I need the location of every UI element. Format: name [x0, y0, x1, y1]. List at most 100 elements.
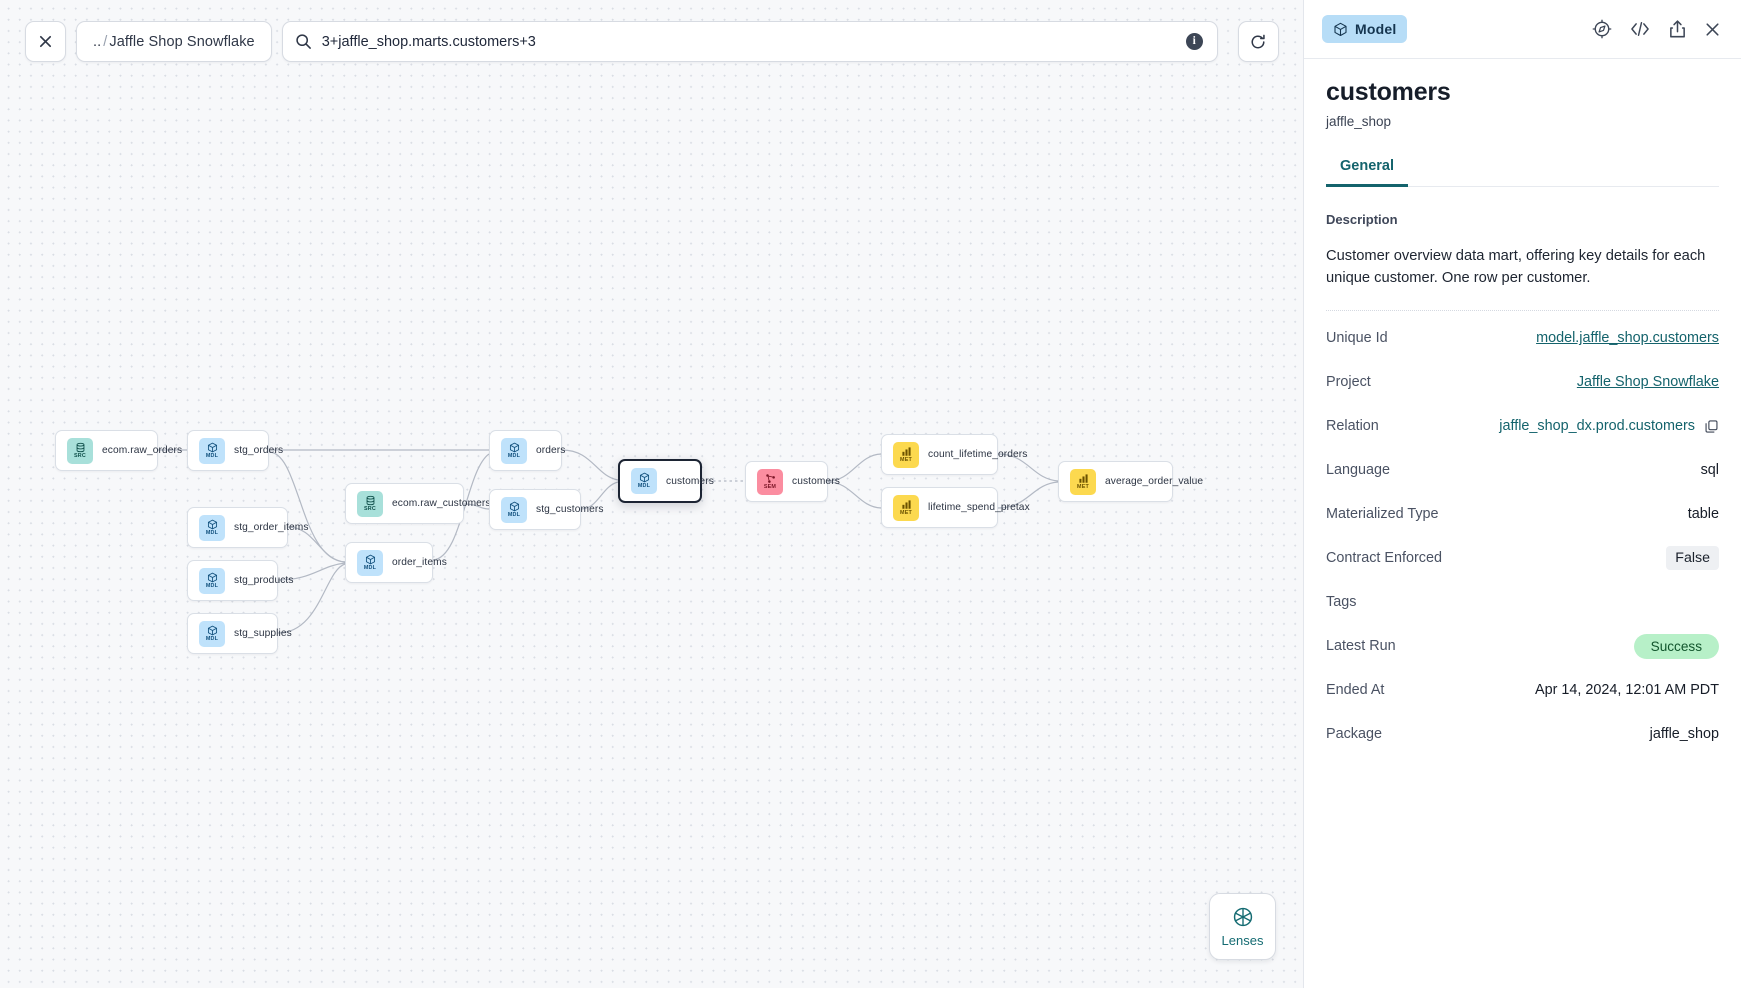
- mdl-type-icon: MDL: [357, 549, 383, 576]
- search-input[interactable]: [321, 33, 1176, 50]
- mdl-type-icon: MDL: [199, 620, 225, 647]
- detail-field-key: Relation: [1326, 418, 1379, 435]
- detail-field: Language sql: [1326, 454, 1719, 487]
- breadcrumb-project: Jaffle Shop Snowflake: [109, 33, 255, 50]
- detail-field-value[interactable]: model.jaffle_shop.customers: [1536, 330, 1719, 347]
- detail-field-key: Latest Run: [1326, 638, 1396, 655]
- lineage-node-stg_products[interactable]: MDL stg_products: [187, 560, 293, 601]
- aperture-icon: [1233, 907, 1252, 926]
- lineage-node-label: customers: [666, 475, 714, 487]
- info-icon[interactable]: i: [1185, 33, 1203, 50]
- lineage-node-label: stg_orders: [234, 445, 284, 456]
- detail-field-key: Project: [1326, 374, 1371, 391]
- detail-field-key: Unique Id: [1326, 330, 1388, 347]
- mdl-type-icon: MDL: [631, 468, 657, 494]
- detail-field: Materialized Type table: [1326, 498, 1719, 531]
- lineage-node-customers_mdl[interactable]: MDL customers: [618, 459, 714, 503]
- lineage-node-ecom_raw_orders[interactable]: SRC ecom.raw_orders: [55, 430, 182, 471]
- met-type-icon: MET: [893, 494, 919, 521]
- detail-field-value-wrap: table: [1688, 506, 1719, 522]
- mdl-type-icon: MDL: [199, 567, 225, 594]
- close-icon[interactable]: [1704, 21, 1721, 38]
- copy-icon: [1705, 420, 1718, 433]
- explore-icon[interactable]: [1592, 19, 1612, 39]
- lineage-node-label: stg_customers: [536, 504, 604, 515]
- refresh-icon: [1251, 34, 1265, 48]
- detail-field-value: jaffle_shop: [1649, 726, 1719, 743]
- detail-field: Ended At Apr 14, 2024, 12:01 AM PDT: [1326, 674, 1719, 707]
- copy-relation-button[interactable]: [1704, 419, 1719, 434]
- detail-field-key: Tags: [1326, 594, 1357, 611]
- detail-field-value-wrap: sql: [1701, 462, 1719, 478]
- met-type-icon: MET: [893, 441, 919, 468]
- mdl-type-icon: MDL: [199, 514, 225, 541]
- node-type-badge: Model: [1322, 15, 1408, 43]
- code-icon[interactable]: [1629, 19, 1651, 39]
- status-badge: Success: [1633, 633, 1719, 659]
- lineage-node-lifetime_spend_pretax[interactable]: MET lifetime_spend_pretax: [881, 487, 1030, 528]
- section-divider: [1326, 309, 1719, 311]
- detail-field-key: Ended At: [1326, 682, 1385, 699]
- detail-field: Relation jaffle_shop_dx.prod.customers: [1326, 410, 1719, 443]
- breadcrumb[interactable]: .. / Jaffle Shop Snowflake: [76, 21, 272, 62]
- lineage-node-label: lifetime_spend_pretax: [928, 502, 1030, 513]
- detail-field-value-wrap: jaffle_shop: [1650, 726, 1719, 742]
- src-type-icon: SRC: [67, 437, 93, 464]
- lineage-node-label: ecom.raw_orders: [102, 445, 183, 456]
- share-icon[interactable]: [1668, 19, 1687, 39]
- lineage-node-customers_sem[interactable]: SEM customers: [745, 461, 840, 502]
- refresh-button[interactable]: [1237, 21, 1279, 62]
- lineage-node-count_lifetime_orders[interactable]: MET count_lifetime_orders: [881, 434, 1027, 475]
- breadcrumb-prefix: ..: [93, 33, 102, 50]
- lineage-node-label: count_lifetime_orders: [928, 449, 1028, 460]
- lineage-node-stg_orders[interactable]: MDL stg_orders: [187, 430, 283, 471]
- mdl-type-icon: MDL: [501, 437, 527, 464]
- description-label: Description: [1326, 212, 1398, 227]
- lineage-node-label: customers: [792, 476, 840, 487]
- search-bar[interactable]: i: [281, 21, 1218, 62]
- lenses-label: Lenses: [1221, 932, 1264, 948]
- detail-field-value: table: [1687, 506, 1719, 523]
- panel-tabs: General: [1326, 158, 1719, 187]
- close-icon: [39, 35, 52, 48]
- lineage-node-label: stg_products: [234, 575, 294, 586]
- lineage-node-label: stg_order_items: [234, 522, 309, 533]
- close-lineage-button[interactable]: [25, 21, 66, 62]
- cube-icon: [1334, 22, 1347, 36]
- mdl-type-icon: MDL: [501, 496, 527, 523]
- detail-field-key: Contract Enforced: [1326, 550, 1442, 567]
- detail-field-value-wrap: model.jaffle_shop.customers: [1536, 330, 1719, 346]
- detail-field: Latest Run Success: [1326, 630, 1719, 663]
- detail-field-value[interactable]: Jaffle Shop Snowflake: [1576, 374, 1719, 391]
- canvas-toolbar: .. / Jaffle Shop Snowflake i: [25, 21, 1279, 62]
- lineage-node-label: order_items: [392, 557, 447, 568]
- panel-header: Model: [1304, 0, 1741, 59]
- detail-field-value[interactable]: jaffle_shop_dx.prod.customers: [1499, 418, 1695, 435]
- panel-body: customers jaffle_shop General Descriptio…: [1304, 59, 1741, 988]
- lenses-button[interactable]: Lenses: [1209, 893, 1276, 960]
- mdl-type-icon: MDL: [199, 437, 225, 464]
- lineage-node-stg_order_items[interactable]: MDL stg_order_items: [187, 507, 308, 548]
- detail-field-key: Language: [1326, 462, 1391, 479]
- detail-field-key: Materialized Type: [1326, 506, 1439, 523]
- detail-field: Project Jaffle Shop Snowflake: [1326, 366, 1719, 399]
- detail-field-value-wrap: Apr 14, 2024, 12:01 AM PDT: [1535, 682, 1719, 698]
- details-panel: Model: [1303, 0, 1741, 988]
- lineage-node-order_items[interactable]: MDL order_items: [345, 542, 447, 583]
- search-icon: [296, 34, 311, 49]
- lineage-node-stg_customers[interactable]: MDL stg_customers: [489, 489, 603, 530]
- detail-field-value: Apr 14, 2024, 12:01 AM PDT: [1535, 682, 1719, 699]
- lineage-node-label: ecom.raw_customers: [392, 498, 491, 509]
- detail-field-value-wrap: Success: [1633, 633, 1719, 659]
- tab-general[interactable]: General: [1326, 158, 1408, 187]
- sem-type-icon: SEM: [757, 468, 783, 495]
